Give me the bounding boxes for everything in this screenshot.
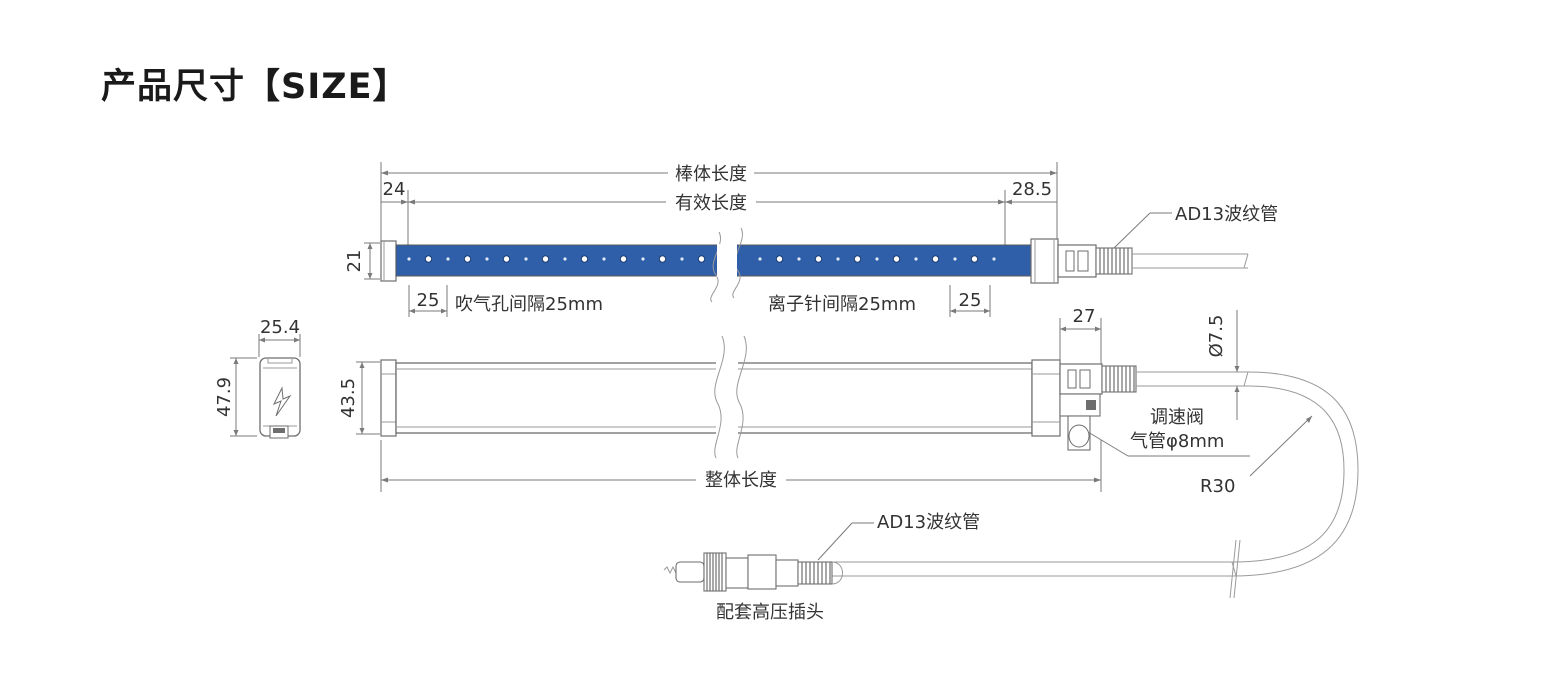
effective-length-label: 有效长度 bbox=[675, 193, 747, 214]
needle-hole bbox=[853, 255, 862, 263]
air-hole bbox=[953, 257, 957, 261]
needle-hole bbox=[697, 255, 706, 263]
needle-hole bbox=[931, 255, 940, 263]
air-hole bbox=[836, 257, 840, 261]
needle-hole bbox=[970, 255, 979, 263]
needle-pitch-dimension: 25 bbox=[959, 290, 982, 311]
air-hole bbox=[407, 257, 411, 261]
right-end-dimension: 28.5 bbox=[1012, 179, 1052, 200]
needle-hole bbox=[619, 255, 628, 263]
conduit-top-label: AD13波纹管 bbox=[1175, 204, 1278, 225]
needle-hole bbox=[814, 255, 823, 263]
air-hole bbox=[875, 257, 879, 261]
air-hole bbox=[563, 257, 567, 261]
left-end-dimension: 24 bbox=[383, 179, 406, 200]
connector-length-dimension: 27 bbox=[1073, 306, 1096, 327]
needle-hole bbox=[424, 255, 433, 263]
cable-diameter-dimension: Ø7.5 bbox=[1206, 315, 1227, 358]
air-hole bbox=[641, 257, 645, 261]
air-hole bbox=[446, 257, 450, 261]
needle-hole bbox=[502, 255, 511, 263]
end-height-dimension: 47.9 bbox=[214, 377, 235, 417]
air-hole bbox=[485, 257, 489, 261]
air-hole bbox=[758, 257, 762, 261]
side-height-dimension: 43.5 bbox=[338, 378, 359, 418]
radius-label: R30 bbox=[1200, 476, 1235, 497]
needle-hole bbox=[541, 255, 550, 263]
air-tube-label: 气管φ8mm bbox=[1130, 431, 1224, 452]
blow-hole-spacing-label: 吹气孔间隔25mm bbox=[455, 294, 603, 315]
overall-length-label: 整体长度 bbox=[705, 470, 777, 491]
lightning-logo-icon bbox=[272, 386, 292, 417]
air-hole bbox=[914, 257, 918, 261]
speed-valve-label: 调速阀 bbox=[1150, 407, 1204, 428]
top-view: 棒体长度 有效长度 24 28.5 21 bbox=[344, 162, 1278, 317]
page-title: 产品尺寸【SIZE】 bbox=[101, 67, 409, 107]
needle-hole bbox=[658, 255, 667, 263]
air-hole bbox=[797, 257, 801, 261]
side-view: 43.5 调速阀 气管φ8mm bbox=[338, 306, 1359, 599]
needle-hole bbox=[775, 255, 784, 263]
ion-needle-spacing-label: 离子针间隔25mm bbox=[768, 294, 916, 315]
end-width-dimension: 25.4 bbox=[260, 317, 300, 338]
air-hole bbox=[680, 257, 684, 261]
hole-row bbox=[407, 255, 996, 263]
hv-plug: AD13波纹管 配套高压插头 bbox=[663, 512, 980, 623]
air-hole bbox=[524, 257, 528, 261]
hole-pitch-dimension: 25 bbox=[417, 290, 440, 311]
air-hole bbox=[602, 257, 606, 261]
air-hole bbox=[992, 257, 996, 261]
needle-hole bbox=[580, 255, 589, 263]
end-view: 25.4 47.9 bbox=[214, 317, 301, 439]
conduit-bottom-label: AD13波纹管 bbox=[877, 512, 980, 533]
needle-hole bbox=[892, 255, 901, 263]
rod-length-label: 棒体长度 bbox=[675, 164, 747, 185]
bar-height-dimension: 21 bbox=[344, 250, 365, 273]
needle-hole bbox=[463, 255, 472, 263]
hv-plug-label: 配套高压插头 bbox=[716, 602, 824, 623]
